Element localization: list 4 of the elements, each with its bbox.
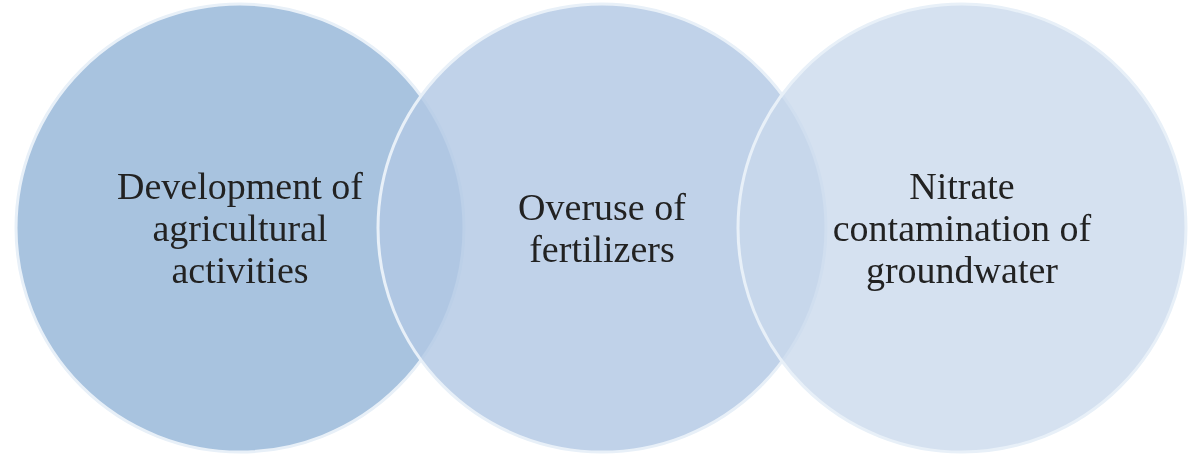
circle-node	[736, 2, 1188, 454]
node-text: Overuse of fertilizers	[517, 186, 687, 270]
node-text: Development of agricultural activities	[116, 165, 364, 291]
node-text: Nitrate contamination of groundwater	[831, 165, 1093, 291]
